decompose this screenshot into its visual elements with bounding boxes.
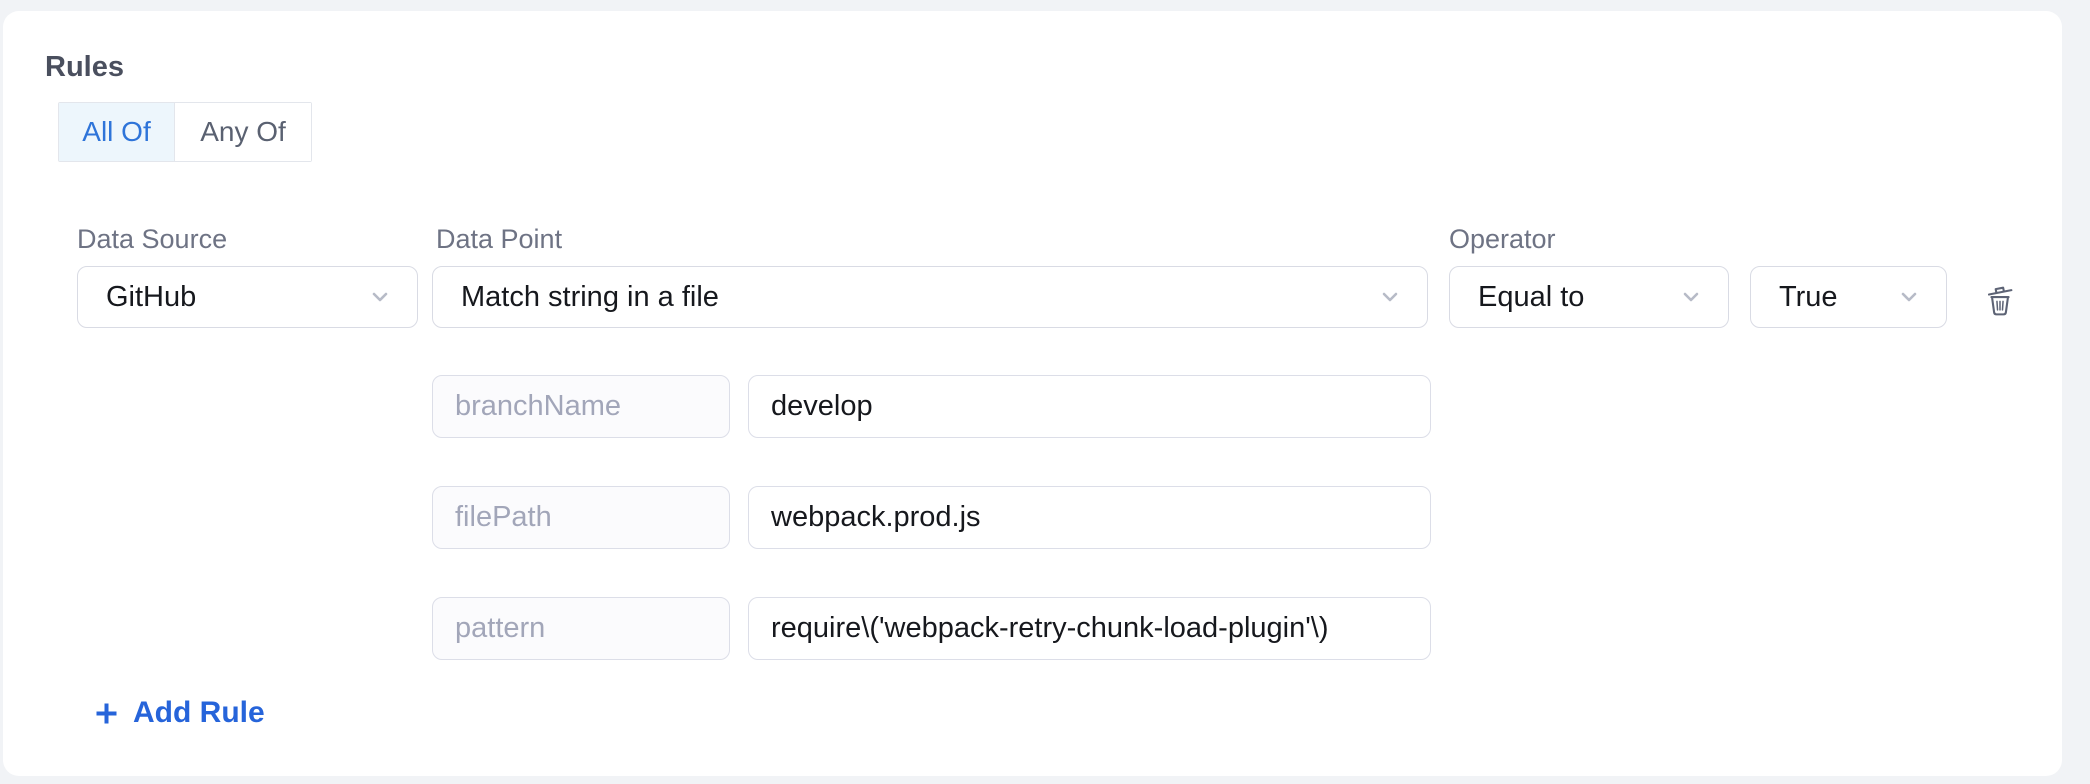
param-value-filepath-input[interactable] — [748, 486, 1431, 549]
rules-card: Rules All Of Any Of Data Source Data Poi… — [3, 11, 2062, 776]
data-point-select[interactable]: Match string in a file — [432, 266, 1428, 328]
operator-value-select[interactable]: True — [1750, 266, 1947, 328]
operator-value-value: True — [1779, 280, 1838, 313]
data-point-value: Match string in a file — [461, 280, 719, 313]
data-source-label: Data Source — [77, 224, 228, 254]
chevron-down-icon — [1382, 292, 1398, 302]
match-mode-toggle: All Of Any Of — [58, 102, 312, 162]
param-key-branchname-input[interactable] — [432, 375, 730, 438]
param-key-filepath-input[interactable] — [432, 486, 730, 549]
toggle-any-of-label: Any Of — [200, 116, 286, 147]
trash-icon — [1987, 286, 2013, 316]
chevron-down-icon — [1901, 292, 1917, 302]
toggle-all-of-label: All Of — [82, 116, 151, 147]
toggle-all-of[interactable]: All Of — [59, 103, 174, 161]
param-value-pattern-input[interactable] — [748, 597, 1431, 660]
data-source-select[interactable]: GitHub — [77, 266, 418, 328]
param-row-value — [748, 597, 1431, 660]
param-key-pattern-input[interactable] — [432, 597, 730, 660]
add-rule-label: Add Rule — [133, 696, 265, 729]
delete-rule-button[interactable] — [1978, 277, 2022, 321]
chevron-down-icon — [372, 292, 388, 302]
add-rule-button[interactable]: Add Rule — [93, 691, 265, 735]
operator-label: Operator — [1449, 224, 1556, 254]
param-row-key — [432, 486, 730, 549]
toggle-any-of[interactable]: Any Of — [174, 103, 311, 161]
operator-value: Equal to — [1478, 280, 1585, 313]
operator-select[interactable]: Equal to — [1449, 266, 1729, 328]
param-row-key — [432, 597, 730, 660]
param-row-value — [748, 486, 1431, 549]
data-point-label: Data Point — [436, 224, 563, 254]
param-row-value — [748, 375, 1431, 438]
param-value-branchname-input[interactable] — [748, 375, 1431, 438]
chevron-down-icon — [1683, 292, 1699, 302]
rules-heading: Rules — [45, 51, 124, 83]
data-source-value: GitHub — [106, 280, 197, 313]
param-row-key — [432, 375, 730, 438]
plus-icon — [96, 703, 117, 723]
